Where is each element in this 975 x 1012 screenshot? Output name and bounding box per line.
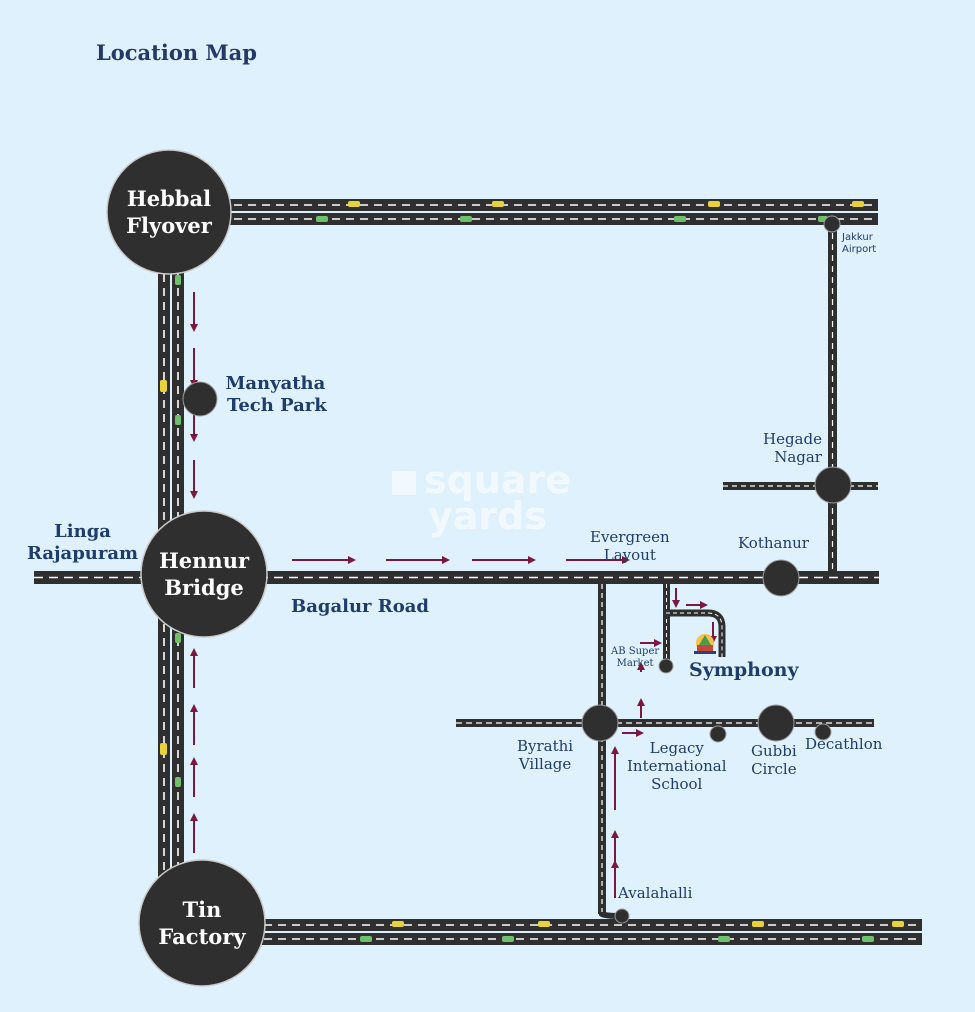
label-line: Manyatha	[225, 373, 326, 394]
label-line: Legacy	[649, 739, 704, 757]
label-linga-rajapuram: Linga Rajapuram	[27, 521, 138, 564]
direction-arrows	[190, 292, 717, 898]
label-line: Gubbi	[751, 742, 797, 760]
label-line: Airport	[842, 244, 877, 255]
hub-label-line: Tin	[182, 896, 222, 922]
label-line: Tech Park	[227, 394, 327, 416]
hub-label-line: Hennur	[158, 547, 250, 573]
jakkur-road	[828, 222, 837, 574]
cars-top	[316, 201, 864, 222]
label-line: Evergreen	[590, 528, 670, 546]
label-line: Circle	[751, 760, 797, 778]
label-jakkur-airport: Jakkur Airport	[842, 232, 876, 256]
hub-label-line: Factory	[158, 924, 246, 949]
junction-markers	[182, 215, 852, 924]
byrathi-marker	[581, 704, 619, 742]
decathlon-marker	[814, 723, 832, 741]
watermark-line2: yards	[428, 494, 547, 538]
symphony-building-icon	[694, 634, 716, 654]
label-kothanur: Kothanur	[738, 534, 809, 552]
symphony-approach-road	[663, 584, 726, 660]
label-line: AB Super	[611, 646, 660, 657]
label-line: International	[627, 757, 727, 775]
label-line: School	[651, 775, 703, 793]
label-line: Jakkur	[842, 232, 873, 243]
kothanur-marker	[762, 559, 800, 597]
ab-market-marker	[658, 658, 674, 674]
gubbi-marker	[757, 704, 795, 742]
label-legacy-international-school: Legacy International School	[627, 739, 727, 793]
label-line: Byrathi	[517, 737, 574, 755]
hebbal-hub-circle	[106, 149, 232, 275]
label-gubbi-circle: Gubbi Circle	[751, 742, 797, 778]
watermark-line1: square	[424, 458, 572, 502]
byrathi-road	[598, 584, 623, 919]
label-hegade-nagar: Hegade Nagar	[763, 430, 822, 466]
label-decathlon: Decathlon	[805, 735, 883, 753]
cars-left	[160, 275, 181, 787]
hennur-hub-circle	[140, 510, 268, 638]
hub-label-line: Hebbal	[126, 185, 212, 211]
label-symphony-project: Symphony	[689, 659, 799, 681]
label-manyatha-tech-park: Manyatha Tech Park	[224, 373, 327, 416]
hub-circles	[106, 149, 268, 987]
label-line: Market	[616, 658, 654, 669]
hegade-cross-road	[723, 482, 878, 490]
hub-label-line: Flyover	[126, 213, 212, 238]
gubbi-cross-road	[456, 719, 874, 727]
tin-factory-hub-circle	[138, 859, 266, 987]
label-avalahalli: Avalahalli	[618, 884, 693, 902]
manyatha-marker	[182, 381, 218, 417]
label-ab-super-market: AB Super Market	[611, 646, 659, 670]
jakkur-marker	[823, 215, 841, 233]
legacy-marker	[709, 725, 727, 743]
hub-label-line: Bridge	[164, 575, 244, 600]
label-line: Rajapuram	[27, 542, 139, 564]
watermark: square yards	[392, 461, 571, 538]
label-byrathi-village: Byrathi Village	[517, 737, 573, 773]
bottom-highway-road	[250, 919, 922, 945]
label-line: Hegade	[763, 430, 822, 448]
label-line: Layout	[603, 546, 656, 564]
avalahalli-marker	[614, 908, 630, 924]
page-title: Location Map	[96, 40, 257, 65]
label-line: Linga	[54, 521, 111, 542]
hegade-marker	[814, 466, 852, 504]
label-line: Nagar	[774, 448, 822, 466]
watermark-logo-icon	[392, 470, 416, 495]
cars-bottom	[360, 921, 904, 942]
label-line: Village	[518, 755, 572, 773]
label-evergreen-layout: Evergreen Layout	[590, 528, 670, 564]
label-bagalur-road: Bagalur Road	[291, 596, 430, 617]
